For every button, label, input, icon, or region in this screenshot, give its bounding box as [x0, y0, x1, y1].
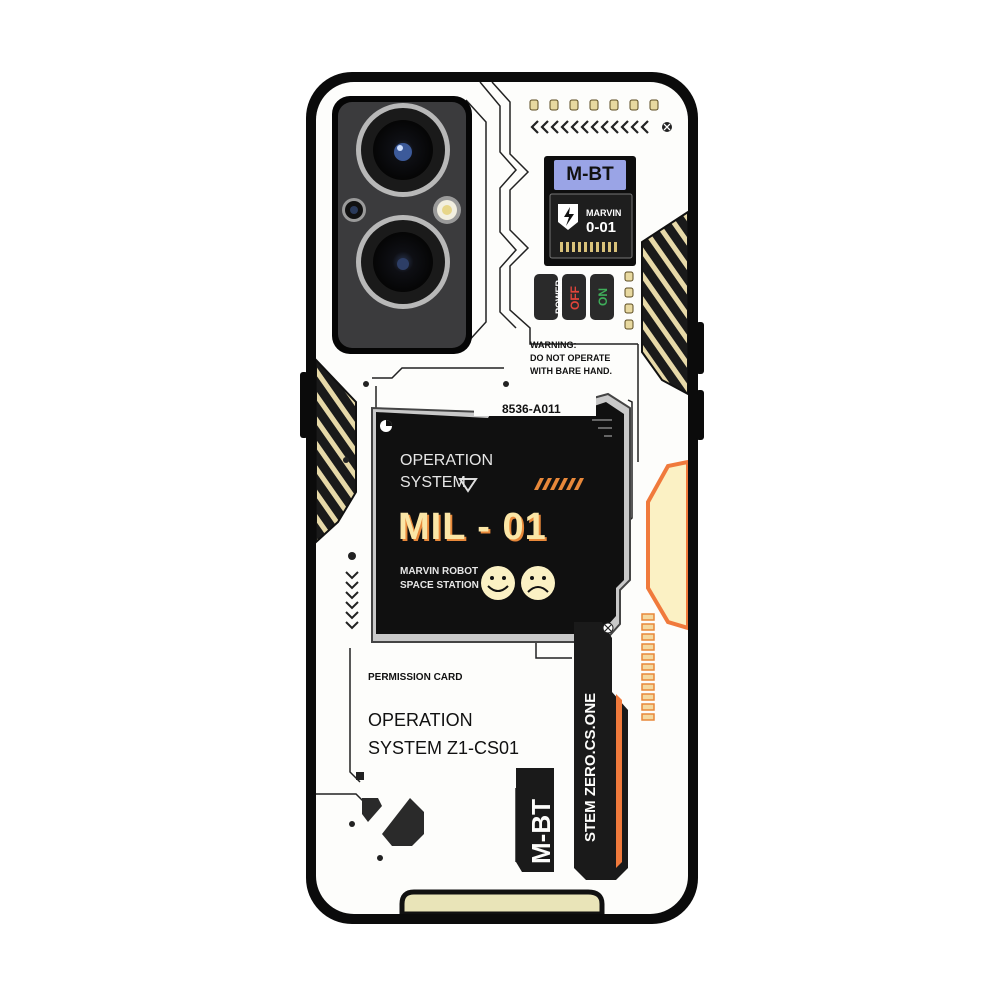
station-line-2: SPACE STATION: [400, 580, 479, 591]
os-title-line-1: OPERATION: [400, 452, 494, 469]
sad-face-icon: [521, 566, 555, 600]
cream-hex-panel: [646, 459, 688, 631]
station-line-1: MARVIN ROBOT: [400, 566, 479, 577]
close-x-icon: [662, 122, 672, 132]
switch-on-label: ON: [596, 288, 610, 306]
triangle-down-icon: [458, 478, 478, 493]
switch-panel: [534, 271, 634, 330]
permission-title-line-2: SYSTEM Z1-CS01: [368, 738, 520, 758]
camera-lens-icon: [394, 143, 412, 161]
unit-name: MARVIN: [586, 208, 622, 218]
os-title-line-2: SYSTEM: [400, 474, 466, 491]
stripe-panel-right: [641, 210, 688, 396]
smiley-face-icon: [481, 566, 515, 600]
chevron-left-icon: [530, 120, 649, 134]
bottom-left-shapes: [349, 772, 424, 861]
power-button-right: [696, 322, 704, 374]
mbt-badge-label: M-BT: [566, 164, 614, 185]
orange-ladder: [641, 613, 655, 721]
led-dots-top: [529, 99, 659, 111]
switch-off-label: OFF: [568, 286, 582, 310]
main-display-frame: [371, 392, 631, 643]
warning-line-1: WARNING:: [530, 340, 577, 350]
serial-number: 8536-A011: [502, 402, 561, 416]
mbt-badge: [544, 156, 636, 266]
switch-power-label: POWER: [554, 279, 564, 314]
chevron-down-icon: [345, 571, 359, 630]
stem-bar: [574, 622, 628, 880]
warning-line-2: DO NOT OPERATE: [530, 353, 611, 363]
stripe-panel-left: [316, 358, 357, 544]
unit-code: 0-01: [586, 219, 617, 236]
mbt-tag-text: M-BT: [526, 799, 556, 864]
camera-module: [332, 96, 472, 354]
warning-line-3: WITH BARE HAND.: [530, 366, 612, 376]
volume-button-left: [300, 372, 308, 438]
side-button-right-lower: [696, 390, 704, 440]
model-name: MIL - 01: [398, 506, 547, 548]
bottom-pocket: [399, 889, 605, 914]
stem-vertical-text: STEM ZERO.CS.ONE: [582, 692, 599, 842]
permission-label: PERMISSION CARD: [368, 672, 463, 683]
case-back-artwork: M-BT MARVIN 0-01 POWER OFF ON WARNING: D…: [316, 82, 688, 914]
permission-title-line-1: OPERATION: [368, 710, 473, 730]
artwork-graphics: [316, 82, 688, 914]
mbt-tag-bottom: [516, 768, 554, 872]
